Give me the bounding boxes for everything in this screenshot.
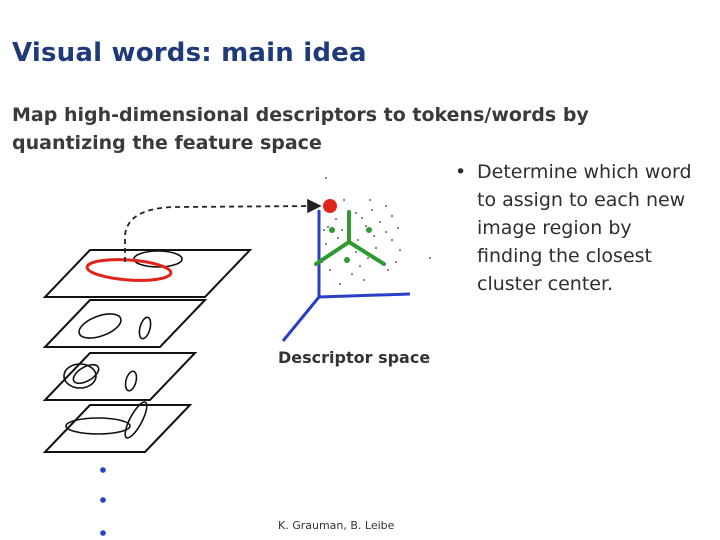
region-ellipse (78, 313, 122, 339)
region-ellipse (124, 370, 138, 392)
region-ellipse (63, 363, 97, 389)
bullet-text: Determine which word to assign to each n… (477, 161, 692, 295)
region-ellipse (138, 316, 152, 340)
image-plane-2 (42, 299, 208, 348)
continuation-dots (100, 467, 106, 536)
region-ellipse (124, 401, 148, 439)
highlighted-region-ellipse (85, 258, 173, 282)
region-ellipse (72, 363, 100, 385)
cluster-centers (329, 227, 372, 263)
cluster-boundaries (314, 210, 386, 266)
image-plane-4 (42, 401, 193, 453)
descriptor-space-label: Descriptor space (278, 348, 431, 367)
bullet-marker: • (455, 161, 467, 183)
mapping-arrow (124, 198, 322, 262)
feature-points (321, 177, 431, 285)
slide-subtitle: Map high-dimensional descriptors to toke… (12, 104, 589, 154)
region-ellipse (65, 417, 131, 435)
descriptor-space-axes (281, 210, 411, 342)
slide-title: Visual words: main idea (12, 38, 367, 68)
credit-text: K. Grauman, B. Leibe (278, 519, 395, 532)
image-plane-3 (42, 352, 198, 401)
image-plane-1 (42, 249, 253, 298)
new-descriptor-point (323, 199, 337, 213)
quantization-illustration (42, 177, 431, 536)
